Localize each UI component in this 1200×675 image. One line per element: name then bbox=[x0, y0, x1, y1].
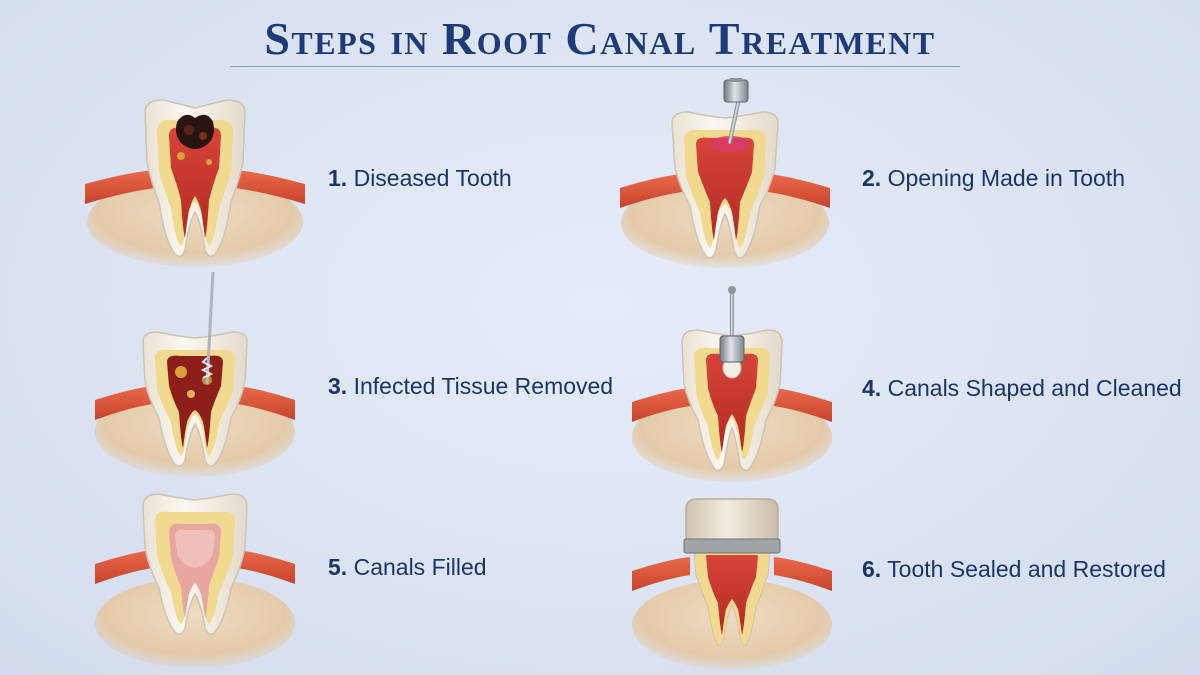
step-5-label: 5. Canals Filled bbox=[328, 554, 487, 581]
canal-cleaning-tooth-icon bbox=[632, 286, 832, 482]
page-title: Steps in Root Canal Treatment bbox=[264, 13, 936, 64]
step-2-text: Opening Made in Tooth bbox=[887, 165, 1125, 191]
step-6-text: Tooth Sealed and Restored bbox=[887, 556, 1166, 582]
step-6-label: 6. Tooth Sealed and Restored bbox=[862, 556, 1166, 583]
step-2-label: 2. Opening Made in Tooth bbox=[862, 165, 1125, 192]
step-5-number: 5. bbox=[328, 554, 348, 580]
diseased-tooth-icon bbox=[85, 99, 305, 267]
step-1-text: Diseased Tooth bbox=[353, 165, 512, 191]
step-3-text: Infected Tissue Removed bbox=[353, 373, 614, 399]
step-4-label: 4. Canals Shaped and Cleaned bbox=[862, 375, 1182, 402]
title-divider bbox=[230, 66, 960, 67]
step-2-number: 2. bbox=[862, 165, 882, 191]
opening-drill-tooth-icon bbox=[620, 78, 830, 268]
step-6-number: 6. bbox=[862, 556, 882, 582]
filled-canals-tooth-icon bbox=[95, 493, 295, 668]
crowned-tooth-icon bbox=[632, 498, 832, 670]
step-1-number: 1. bbox=[328, 165, 348, 191]
step-5-text: Canals Filled bbox=[353, 554, 487, 580]
step-1-label: 1. Diseased Tooth bbox=[328, 165, 512, 192]
step-3-label: 3. Infected Tissue Removed bbox=[328, 373, 613, 400]
step-3-number: 3. bbox=[328, 373, 348, 399]
step-4-text: Canals Shaped and Cleaned bbox=[887, 375, 1182, 401]
file-removing-tissue-icon bbox=[95, 272, 295, 477]
step-4-number: 4. bbox=[862, 375, 882, 401]
